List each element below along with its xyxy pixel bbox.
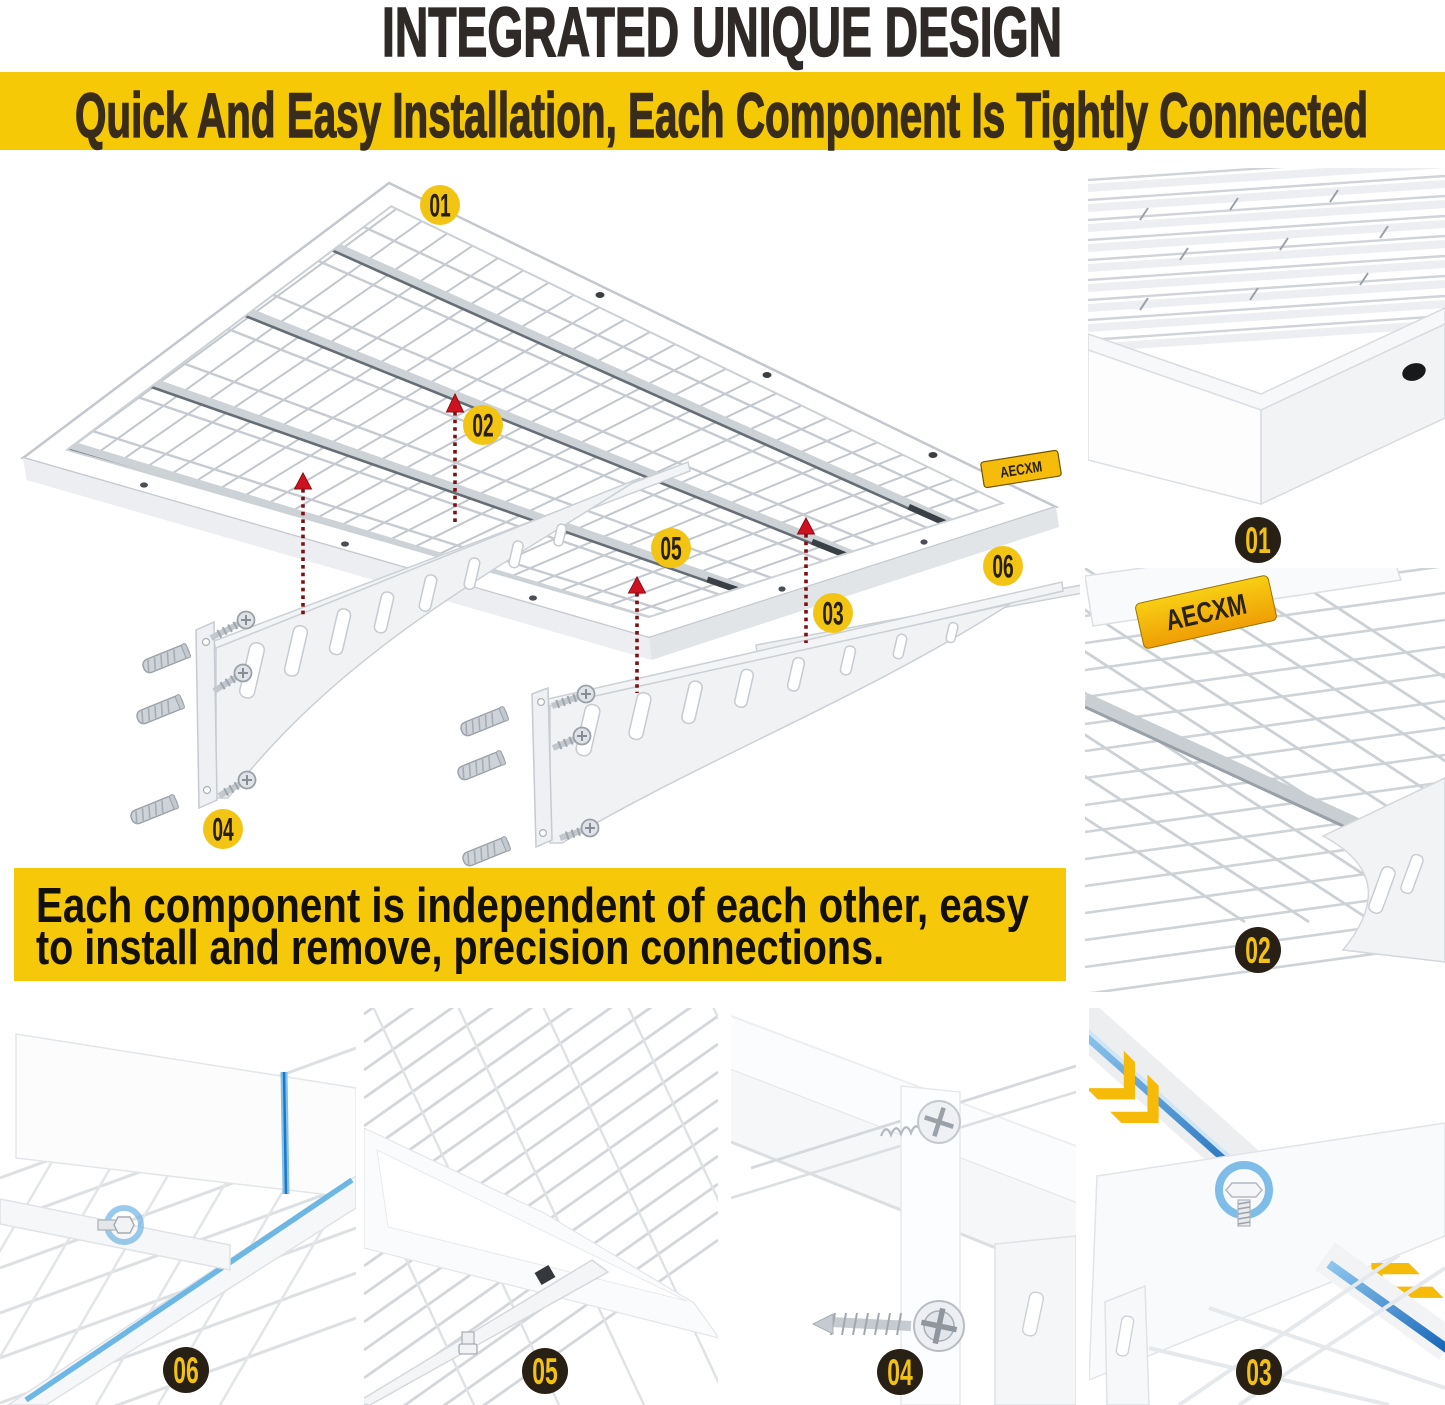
svg-text:03: 03: [822, 595, 843, 631]
svg-text:05: 05: [532, 1350, 558, 1392]
svg-text:02: 02: [472, 407, 493, 443]
svg-text:03: 03: [1246, 1351, 1272, 1393]
svg-text:AECXM: AECXM: [999, 458, 1043, 481]
svg-text:01: 01: [1245, 519, 1271, 561]
svg-text:01: 01: [429, 187, 450, 223]
svg-text:02: 02: [1245, 929, 1271, 971]
svg-text:05: 05: [660, 530, 681, 566]
svg-text:06: 06: [173, 1349, 199, 1391]
svg-text:04: 04: [212, 811, 234, 847]
svg-text:04: 04: [887, 1351, 913, 1393]
svg-text:06: 06: [992, 548, 1013, 584]
